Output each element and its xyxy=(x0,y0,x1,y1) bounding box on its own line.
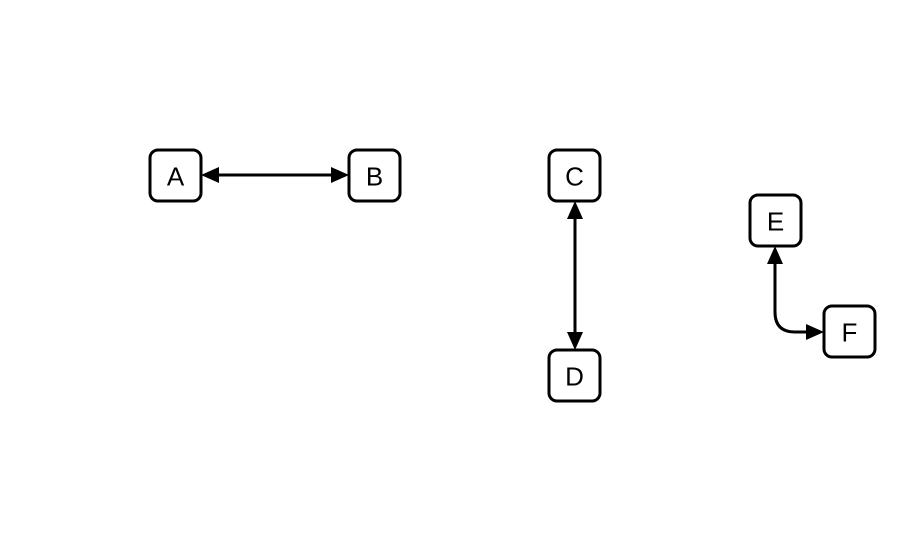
node-label: A xyxy=(167,162,185,192)
node-e[interactable]: E xyxy=(748,193,803,248)
node-a[interactable]: A xyxy=(148,148,203,203)
node-d[interactable]: D xyxy=(547,348,602,403)
node-box xyxy=(822,304,877,359)
node-c[interactable]: C xyxy=(547,148,602,203)
node-label: C xyxy=(565,162,584,192)
node-label: B xyxy=(366,162,383,192)
edges-layer xyxy=(201,167,824,350)
node-label: E xyxy=(767,207,784,237)
node-box xyxy=(748,193,803,248)
nodes-layer: A B C D E F xyxy=(148,148,877,403)
edge-e-f[interactable] xyxy=(767,246,824,340)
edge-line xyxy=(773,264,806,334)
node-box xyxy=(547,348,602,403)
arrowhead-to-c xyxy=(567,201,583,219)
arrowhead-to-a xyxy=(201,167,219,183)
arrowhead-to-d xyxy=(567,332,583,350)
node-f[interactable]: F xyxy=(822,304,877,359)
arrowhead-to-b xyxy=(331,167,349,183)
edge-d-c[interactable] xyxy=(567,201,583,350)
node-box xyxy=(148,148,203,203)
node-label: D xyxy=(565,362,584,392)
node-b[interactable]: B xyxy=(347,148,402,203)
edge-a-b[interactable] xyxy=(201,167,349,183)
arrowhead-to-f xyxy=(806,324,824,340)
node-box xyxy=(547,148,602,203)
node-box xyxy=(347,148,402,203)
arrowhead-to-e xyxy=(767,246,783,264)
node-label: F xyxy=(842,318,858,348)
